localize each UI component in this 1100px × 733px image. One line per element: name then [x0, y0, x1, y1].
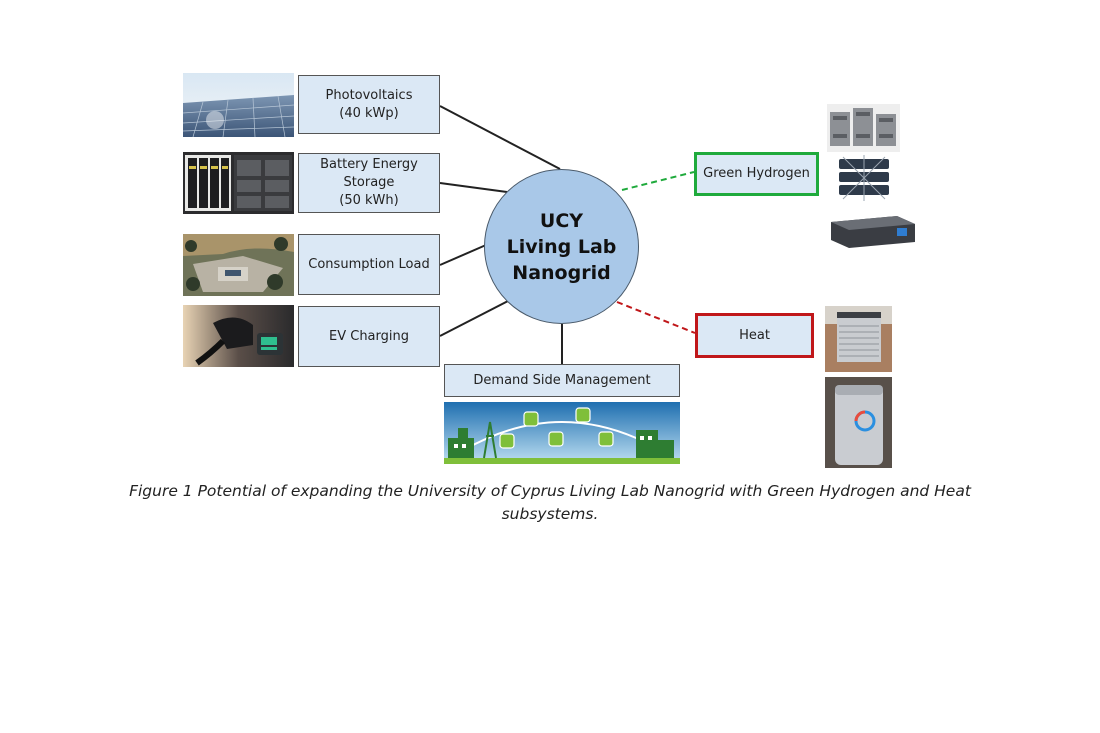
battery-image: [183, 152, 294, 214]
battery-storage-label: Battery Energy Storage (50 kWh): [320, 157, 418, 208]
photovoltaics-label: Photovoltaics (40 kWp): [325, 87, 413, 121]
demand-side-management-box: Demand Side Management: [444, 364, 680, 397]
battery-storage-box: Battery Energy Storage (50 kWh): [298, 153, 440, 213]
demand-side-management-label: Demand Side Management: [473, 372, 651, 388]
nanogrid-hub: UCY Living Lab Nanogrid: [484, 169, 639, 324]
connector-hydrogen: [621, 171, 695, 191]
demand-side-management-image: [444, 402, 680, 464]
consumption-load-image: [183, 234, 294, 296]
connector-photovoltaics: [439, 105, 561, 170]
hydrogen-image-3: [827, 210, 919, 252]
consumption-load-label: Consumption Load: [308, 256, 430, 272]
heat-box: Heat: [695, 313, 814, 358]
green-hydrogen-label: Green Hydrogen: [703, 166, 810, 181]
ev-charging-label: EV Charging: [329, 328, 409, 344]
hydrogen-image-1: [827, 104, 900, 152]
connector-heat: [616, 301, 696, 334]
heat-label: Heat: [739, 327, 770, 343]
figure-caption: Figure 1 Potential of expanding the Univ…: [129, 482, 971, 523]
heat-pump-image: [825, 306, 892, 372]
hydrogen-image-2: [833, 153, 895, 203]
photovoltaics-box: Photovoltaics (40 kWp): [298, 75, 440, 134]
nanogrid-hub-label: UCY Living Lab Nanogrid: [506, 209, 617, 284]
green-hydrogen-box: Green Hydrogen: [694, 152, 819, 196]
connector-battery: [439, 182, 508, 193]
consumption-load-box: Consumption Load: [298, 234, 440, 295]
connector-ev: [439, 299, 511, 337]
connector-consumption: [439, 244, 487, 266]
ev-charging-box: EV Charging: [298, 306, 440, 367]
ev-charging-image: [183, 305, 294, 367]
photovoltaics-image: [183, 73, 294, 137]
water-heater-image: [825, 377, 892, 468]
